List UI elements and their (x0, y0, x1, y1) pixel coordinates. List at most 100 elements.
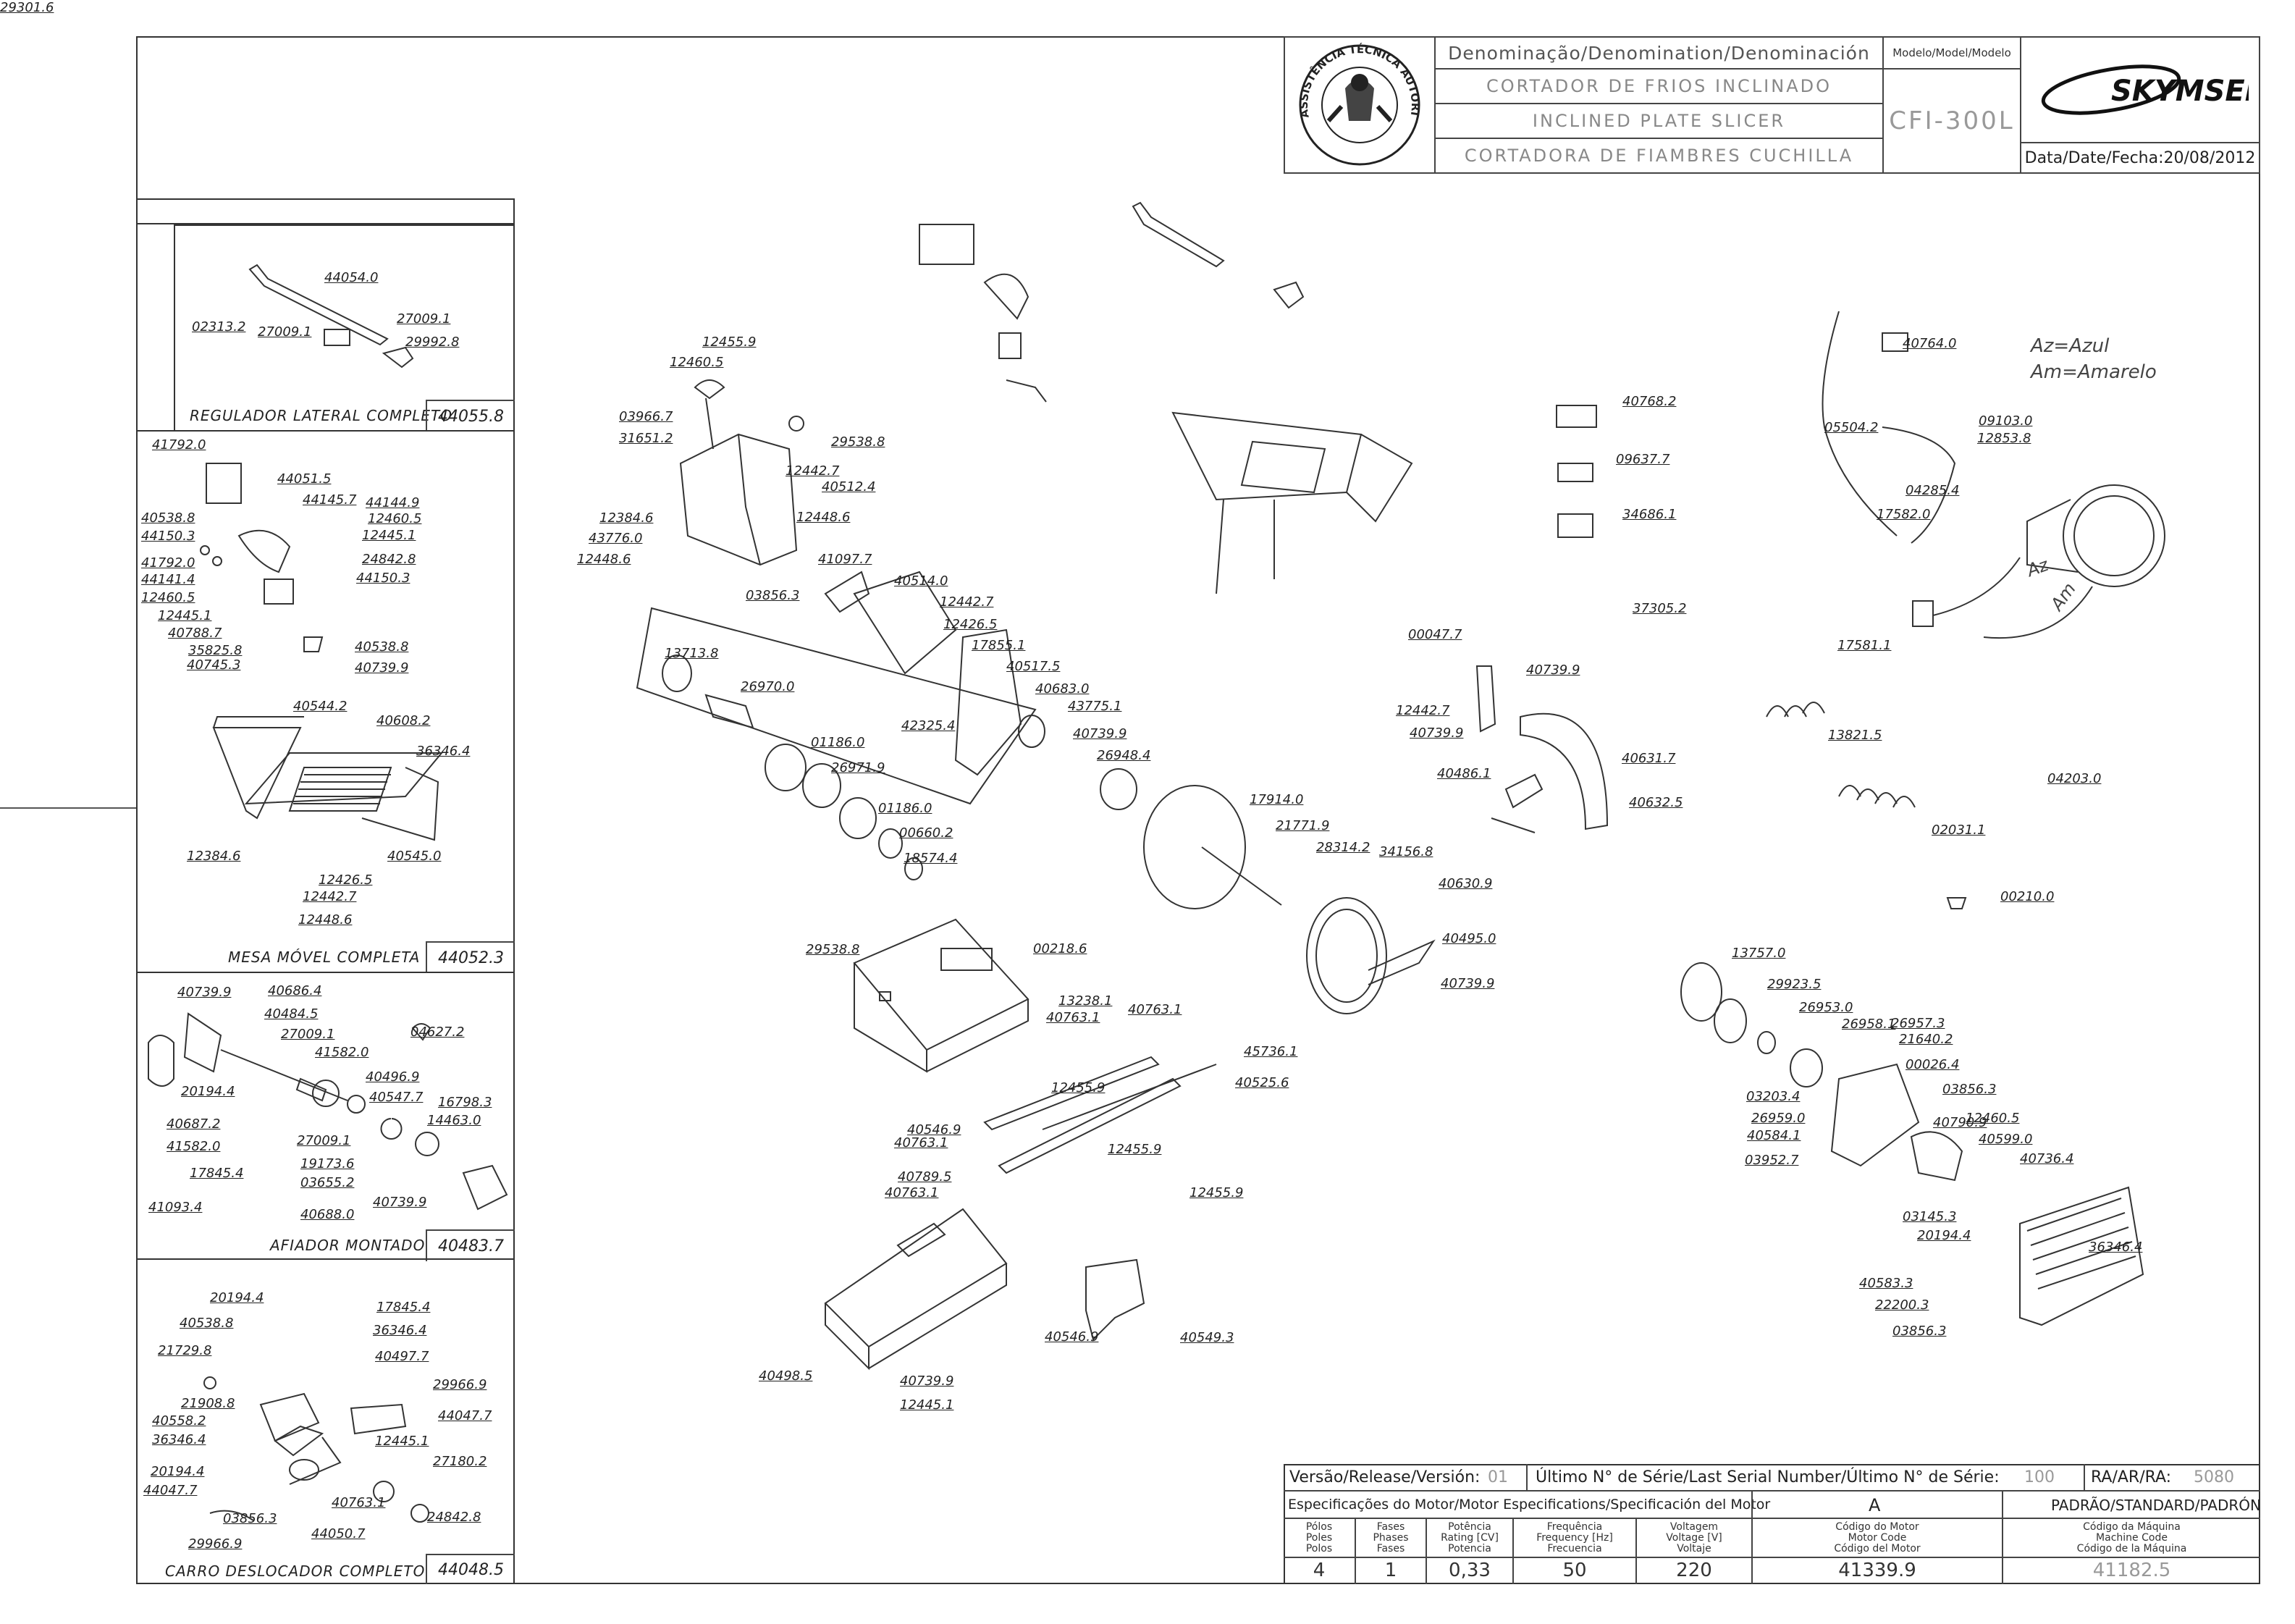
part-number-label: 40546.9 (907, 1122, 961, 1137)
part-number-label: 40608.2 (376, 713, 431, 728)
part-number-label: 12853.8 (1977, 431, 2031, 446)
part-number-label: 03145.3 (1903, 1209, 1957, 1224)
part-number-label: 12455.9 (702, 335, 757, 350)
voltage-value: 220 (1637, 1557, 1753, 1584)
part-number-label: 40739.9 (177, 985, 232, 1000)
part-number-label: 40683.0 (1035, 681, 1090, 697)
part-number-label: 13821.5 (1828, 728, 1882, 743)
part-number-label: 40763.1 (894, 1135, 948, 1150)
legend-amarelo: Am=Amarelo (2031, 361, 2157, 383)
motor-spec-label: Especificações do Motor/Motor Especifica… (1288, 1497, 1771, 1512)
part-number-label: 00210.0 (2000, 889, 2055, 904)
part-number-label: 12455.9 (1189, 1185, 1244, 1200)
part-number-label: 40788.7 (168, 626, 222, 641)
poles-header: Pólos Poles Polos (1284, 1518, 1356, 1558)
version-row: Versão/Release/Versión: 01 Último N° de … (1284, 1464, 2260, 1492)
part-number-label: 40686.4 (268, 983, 322, 998)
part-number-label: 44051.5 (277, 471, 332, 487)
part-number-label: 12460.5 (670, 355, 724, 370)
wire-legend: Az=Azul Am=Amarelo (2031, 333, 2157, 385)
part-number-label: 40630.9 (1439, 876, 1493, 891)
panel-mesa-caption: MESA MÓVEL COMPLETA (228, 948, 421, 966)
part-number-label: 40768.2 (1622, 394, 1677, 409)
part-number-label: 43775.1 (1068, 699, 1122, 714)
panel-carro-caption: CARRO DESLOCADOR COMPLETO (165, 1562, 426, 1580)
part-number-label: 12445.1 (362, 528, 416, 543)
part-number-label: 13713.8 (665, 646, 719, 661)
name-pt: CORTADOR DE FRIOS INCLINADO (1434, 68, 1884, 104)
freq-header: Frequência Frequency [Hz] Frecuencia (1514, 1518, 1637, 1558)
part-number-label: 17855.1 (972, 638, 1026, 653)
part-number-label: 03655.2 (300, 1175, 355, 1190)
part-number-label: 44145.7 (303, 492, 357, 508)
part-number-label: 44050.7 (311, 1526, 366, 1541)
part-number-label: 12460.5 (141, 590, 195, 605)
part-number-label: 29301.6 (0, 0, 54, 15)
part-number-label: 40584.1 (1747, 1128, 1801, 1143)
part-number-label: 40763.1 (1128, 1002, 1182, 1017)
part-number-label: 40538.8 (141, 510, 195, 526)
part-number-label: 40739.9 (900, 1373, 954, 1389)
panel-regulador-code: 44055.8 (426, 400, 515, 432)
part-number-label: 44150.3 (356, 571, 410, 586)
part-number-label: 40688.0 (300, 1207, 355, 1222)
part-number-label: 44150.3 (141, 529, 195, 544)
part-number-label: 12448.6 (577, 552, 631, 567)
part-number-label: 01186.0 (878, 801, 932, 816)
panel-mesa-code: 44052.3 (426, 941, 515, 973)
spec-values-row: 4 1 0,33 50 220 41339.9 41182.5 (1284, 1557, 2260, 1584)
part-number-label: 04203.0 (2047, 771, 2102, 786)
denomination-header: Denominação/Denomination/Denominación (1434, 36, 1884, 70)
part-number-label: 26970.0 (741, 679, 795, 694)
part-number-label: 27009.1 (258, 324, 312, 340)
part-number-label: 31651.2 (619, 431, 673, 446)
part-number-label: 02031.1 (1932, 822, 1986, 838)
motor-code-value: 41339.9 (1753, 1557, 2003, 1584)
part-number-label: 20194.4 (1917, 1228, 1971, 1243)
part-number-label: 12460.5 (1966, 1111, 2020, 1126)
brand-name: SKYMSEN (2111, 75, 2249, 108)
part-number-label: 12442.7 (786, 463, 840, 479)
part-number-label: 41792.0 (152, 437, 206, 453)
date-label: Data/Date/Fecha: (2024, 148, 2164, 167)
part-number-label: 43776.0 (589, 531, 643, 546)
phases-value: 1 (1356, 1557, 1427, 1584)
part-number-label: 29966.9 (188, 1536, 243, 1552)
part-number-label: 00047.7 (1408, 627, 1462, 642)
part-number-label: 40739.9 (1441, 976, 1495, 991)
part-number-label: 40631.7 (1622, 751, 1676, 766)
panel-regulador-caption: REGULADOR LATERAL COMPLETO (190, 407, 452, 424)
part-number-label: 40739.9 (1073, 726, 1127, 741)
part-number-label: 42325.4 (901, 718, 956, 733)
part-number-label: 40745.3 (187, 657, 241, 673)
part-number-label: 12426.5 (943, 617, 998, 632)
phases-header: Fases Phases Fases (1356, 1518, 1427, 1558)
part-number-label: 41792.0 (141, 555, 195, 571)
part-number-label: 12426.5 (319, 872, 373, 888)
part-number-label: 17845.4 (190, 1166, 244, 1181)
part-number-label: 12384.6 (599, 510, 654, 526)
motor-spec-row: Especificações do Motor/Motor Especifica… (1284, 1490, 2261, 1519)
part-number-label: 40514.0 (894, 573, 948, 589)
part-number-label: 27009.1 (397, 311, 451, 327)
panel-carro-code: 44048.5 (426, 1554, 515, 1584)
part-number-label: 18574.4 (904, 851, 958, 866)
part-number-label: 29992.8 (405, 335, 460, 350)
part-number-label: 17914.0 (1250, 792, 1304, 807)
machine-code-value: 41182.5 (2092, 1560, 2171, 1581)
part-number-label: 27009.1 (297, 1133, 351, 1148)
part-number-label: 12445.1 (900, 1397, 954, 1413)
part-number-label: 36346.4 (152, 1432, 206, 1447)
voltage-header: Voltagem Voltage [V] Voltaje (1637, 1518, 1753, 1558)
panel-carro (136, 1258, 515, 1584)
part-number-label: 34156.8 (1379, 844, 1433, 859)
seal-cell: ASSISTÊNCIA TÉCNICA AUTORIZADA (1284, 36, 1436, 174)
part-number-label: 12384.6 (187, 849, 241, 864)
part-number-label: 16798.3 (438, 1095, 492, 1110)
part-number-label: 40484.5 (264, 1006, 319, 1022)
serial-label: Último N° de Série/Last Serial Number/Úl… (1536, 1468, 2000, 1486)
part-number-label: 40789.5 (898, 1169, 952, 1185)
part-number-label: 40687.2 (167, 1116, 221, 1132)
part-number-label: 40583.3 (1859, 1276, 1913, 1291)
part-number-label: 40538.8 (355, 639, 409, 655)
